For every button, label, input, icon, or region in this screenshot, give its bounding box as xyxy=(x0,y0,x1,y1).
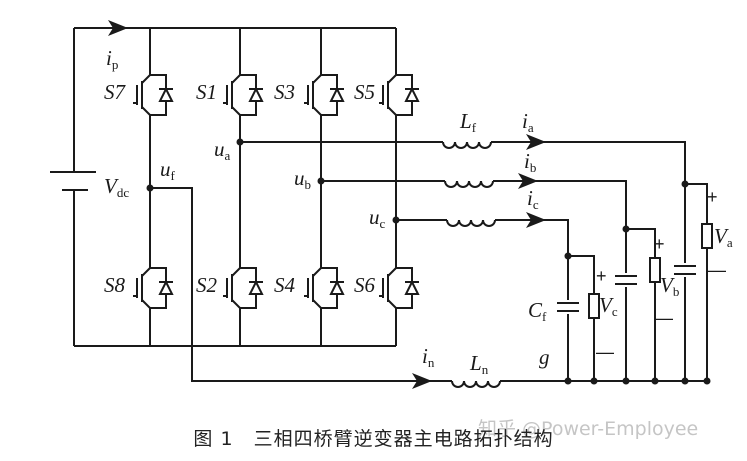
label-in: in xyxy=(422,344,435,370)
minus-c: — xyxy=(596,342,614,362)
label-ua: ua xyxy=(214,137,231,163)
watermark: 知乎 @Power-Employee xyxy=(478,418,699,440)
label-s3: S3 xyxy=(274,80,295,104)
figure-caption: 图 1 三相四桥臂逆变器主电路拓扑结构 xyxy=(0,424,747,451)
labels: S7 S1 S3 S5 S8 S2 S4 S6 ip Vdc uf ua ub … xyxy=(104,46,733,377)
label-vc: Vc xyxy=(599,293,618,319)
switch-s3 xyxy=(303,74,345,116)
label-s1: S1 xyxy=(196,80,217,104)
inductor-lf-a xyxy=(442,141,492,149)
capacitor-c xyxy=(555,299,581,315)
switch-s6 xyxy=(378,267,420,309)
inductor-lf-b xyxy=(444,180,494,188)
switch-s4 xyxy=(303,267,345,309)
label-ib: ib xyxy=(524,149,536,175)
label-ip: ip xyxy=(106,46,118,72)
battery-icon xyxy=(50,171,96,191)
plus-a: + xyxy=(707,187,718,207)
figure-title: 三相四桥臂逆变器主电路拓扑结构 xyxy=(253,428,554,450)
label-vdc: Vdc xyxy=(104,174,129,200)
inductor-lf-c xyxy=(446,219,496,227)
capacitor-b xyxy=(613,272,639,288)
load-b xyxy=(649,257,661,283)
output-network xyxy=(146,134,713,389)
load-c xyxy=(588,293,600,319)
label-s2: S2 xyxy=(196,273,218,297)
label-cf: Cf xyxy=(528,298,547,324)
figure-number: 图 1 xyxy=(193,428,234,450)
load-a xyxy=(701,223,713,249)
switch-s5 xyxy=(378,74,420,116)
inductor-ln xyxy=(451,380,501,388)
label-ln: Ln xyxy=(469,351,489,377)
label-s7: S7 xyxy=(104,80,127,104)
switch-s1 xyxy=(222,74,264,116)
switch-s2 xyxy=(222,267,264,309)
plus-c: + xyxy=(596,266,607,286)
label-ia: ia xyxy=(522,109,534,135)
label-ub: ub xyxy=(294,166,311,192)
switch-s7 xyxy=(132,74,174,116)
label-va: Va xyxy=(714,224,733,250)
minus-a: — xyxy=(708,260,726,280)
label-s4: S4 xyxy=(274,273,296,297)
switch-s8 xyxy=(132,267,174,309)
label-s5: S5 xyxy=(354,80,375,104)
minus-b: — xyxy=(655,308,673,328)
label-ic: ic xyxy=(527,186,539,212)
plus-b: + xyxy=(654,234,665,254)
capacitor-a xyxy=(672,262,698,278)
junction-dots xyxy=(146,138,711,385)
label-s8: S8 xyxy=(104,273,126,297)
label-lf: Lf xyxy=(459,109,477,135)
label-uf: uf xyxy=(160,157,176,183)
label-uc: uc xyxy=(369,205,386,231)
label-g: g xyxy=(539,345,550,369)
label-s6: S6 xyxy=(354,273,376,297)
dc-bus xyxy=(50,20,397,347)
label-vb: Vb xyxy=(660,273,679,299)
